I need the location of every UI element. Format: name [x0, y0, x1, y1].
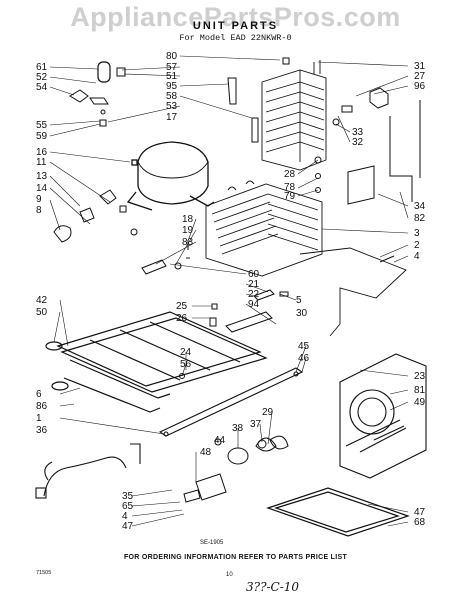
callout-38: 38 — [232, 423, 244, 434]
base-frame — [45, 311, 268, 413]
callout-44: 44 — [214, 435, 226, 446]
callout-26: 26 — [176, 313, 188, 324]
relay-cluster — [69, 61, 126, 127]
callouts-lower-right: 45 46 23 81 49 29 37 38 44 48 47 68 — [200, 341, 426, 528]
callout-16: 16 — [36, 147, 48, 158]
callout-47-right: 47 — [414, 507, 426, 518]
mid-parts — [141, 240, 289, 379]
callout-17: 17 — [166, 112, 178, 123]
callout-46: 46 — [298, 353, 310, 364]
part-80 — [282, 57, 290, 65]
callout-3: 3 — [414, 228, 420, 239]
callout-68: 68 — [414, 517, 426, 528]
diagram-title: UNIT PARTS — [192, 20, 279, 32]
callouts-right-top: 31 27 96 33 32 28 78 79 34 82 3 2 4 — [284, 61, 426, 262]
callout-94: 94 — [248, 299, 260, 310]
callout-65: 65 — [122, 501, 134, 512]
evaporator-coil — [205, 180, 323, 277]
callout-52: 52 — [36, 72, 48, 83]
callout-18: 18 — [182, 214, 194, 225]
power-cord — [35, 443, 141, 499]
callout-82: 82 — [414, 213, 426, 224]
callout-22: 22 — [248, 289, 260, 300]
callout-4: 4 — [414, 251, 420, 262]
callout-61: 61 — [36, 62, 48, 73]
handwritten-note: 3??-C-10 — [246, 580, 300, 594]
callout-57: 57 — [166, 62, 178, 73]
fan-shroud — [339, 353, 427, 479]
callout-79: 79 — [284, 191, 296, 202]
callout-35: 35 — [122, 491, 134, 502]
callout-31: 31 — [414, 61, 426, 72]
callout-21: 21 — [248, 279, 260, 290]
callout-8: 8 — [36, 205, 42, 216]
callout-59: 59 — [36, 131, 48, 142]
callouts-mid: 18 19 83 60 21 22 94 5 30 25 26 24 56 — [176, 214, 308, 370]
drain-pan — [266, 487, 410, 537]
callout-36: 36 — [36, 425, 48, 436]
tube-58 — [251, 117, 259, 143]
callout-28: 28 — [284, 169, 296, 180]
callout-5: 5 — [296, 295, 302, 306]
callout-24: 24 — [180, 347, 192, 358]
callout-50: 50 — [36, 307, 48, 318]
callout-58: 58 — [166, 91, 178, 102]
callout-11: 11 — [36, 157, 47, 168]
callout-37: 37 — [250, 419, 262, 430]
callouts-top: 80 57 51 95 58 53 17 — [166, 51, 178, 123]
callout-45: 45 — [298, 341, 310, 352]
compressor — [126, 141, 215, 211]
callout-19: 19 — [182, 225, 194, 236]
callout-81: 81 — [414, 385, 426, 396]
callout-56: 56 — [180, 359, 192, 370]
callout-95: 95 — [166, 81, 178, 92]
callouts-left: 61 52 54 55 59 16 11 13 14 9 8 42 50 6 8… — [36, 62, 48, 436]
callout-42: 42 — [36, 295, 48, 306]
callout-27: 27 — [414, 71, 426, 82]
diagram-subtitle: For Model EAD 22NKWR-0 — [179, 33, 292, 43]
screw-4 — [379, 255, 395, 263]
callout-53: 53 — [166, 101, 178, 112]
callout-29: 29 — [262, 407, 274, 418]
callout-14: 14 — [36, 183, 48, 194]
callout-96: 96 — [414, 81, 426, 92]
start-components — [53, 189, 138, 243]
leader-lines — [49, 55, 409, 527]
right-top-parts — [314, 87, 421, 205]
tubing-30 — [299, 247, 407, 337]
callout-30: 30 — [296, 308, 308, 319]
callout-33: 33 — [352, 127, 364, 138]
callout-49: 49 — [414, 397, 426, 408]
callout-23: 23 — [414, 371, 426, 382]
callout-60: 60 — [248, 269, 260, 280]
callout-51: 51 — [166, 71, 178, 82]
callout-55: 55 — [36, 120, 48, 131]
callout-1: 1 — [36, 413, 42, 424]
page-number: 10 — [226, 572, 233, 578]
callout-48: 48 — [200, 447, 212, 458]
ordering-footer: FOR ORDERING INFORMATION REFER TO PARTS … — [123, 554, 348, 561]
watermark: AppliancePartsPros.com — [70, 2, 401, 32]
callout-34: 34 — [414, 201, 426, 212]
callout-13: 13 — [36, 171, 48, 182]
callout-54: 54 — [36, 82, 48, 93]
callout-4-lower: 4 — [122, 511, 128, 522]
bracket-95 — [227, 77, 237, 105]
callout-2: 2 — [414, 240, 420, 251]
callout-9: 9 — [36, 194, 42, 205]
callout-86: 86 — [36, 401, 48, 412]
callouts-lower-left: 35 65 4 47 — [122, 491, 134, 532]
drawing-reference: SE-1905 — [200, 540, 224, 546]
callout-labels: 61 52 54 55 59 16 11 13 14 9 8 42 50 6 8… — [36, 51, 426, 532]
callout-25: 25 — [176, 301, 188, 312]
callout-80: 80 — [166, 51, 178, 62]
condenser-coil — [261, 60, 327, 171]
document-code: 71505 — [36, 570, 52, 576]
callout-47-lower: 47 — [122, 521, 134, 532]
callout-83: 83 — [182, 237, 194, 248]
callout-6: 6 — [36, 389, 42, 400]
callout-32: 32 — [352, 137, 364, 148]
callout-78: 78 — [284, 182, 296, 193]
